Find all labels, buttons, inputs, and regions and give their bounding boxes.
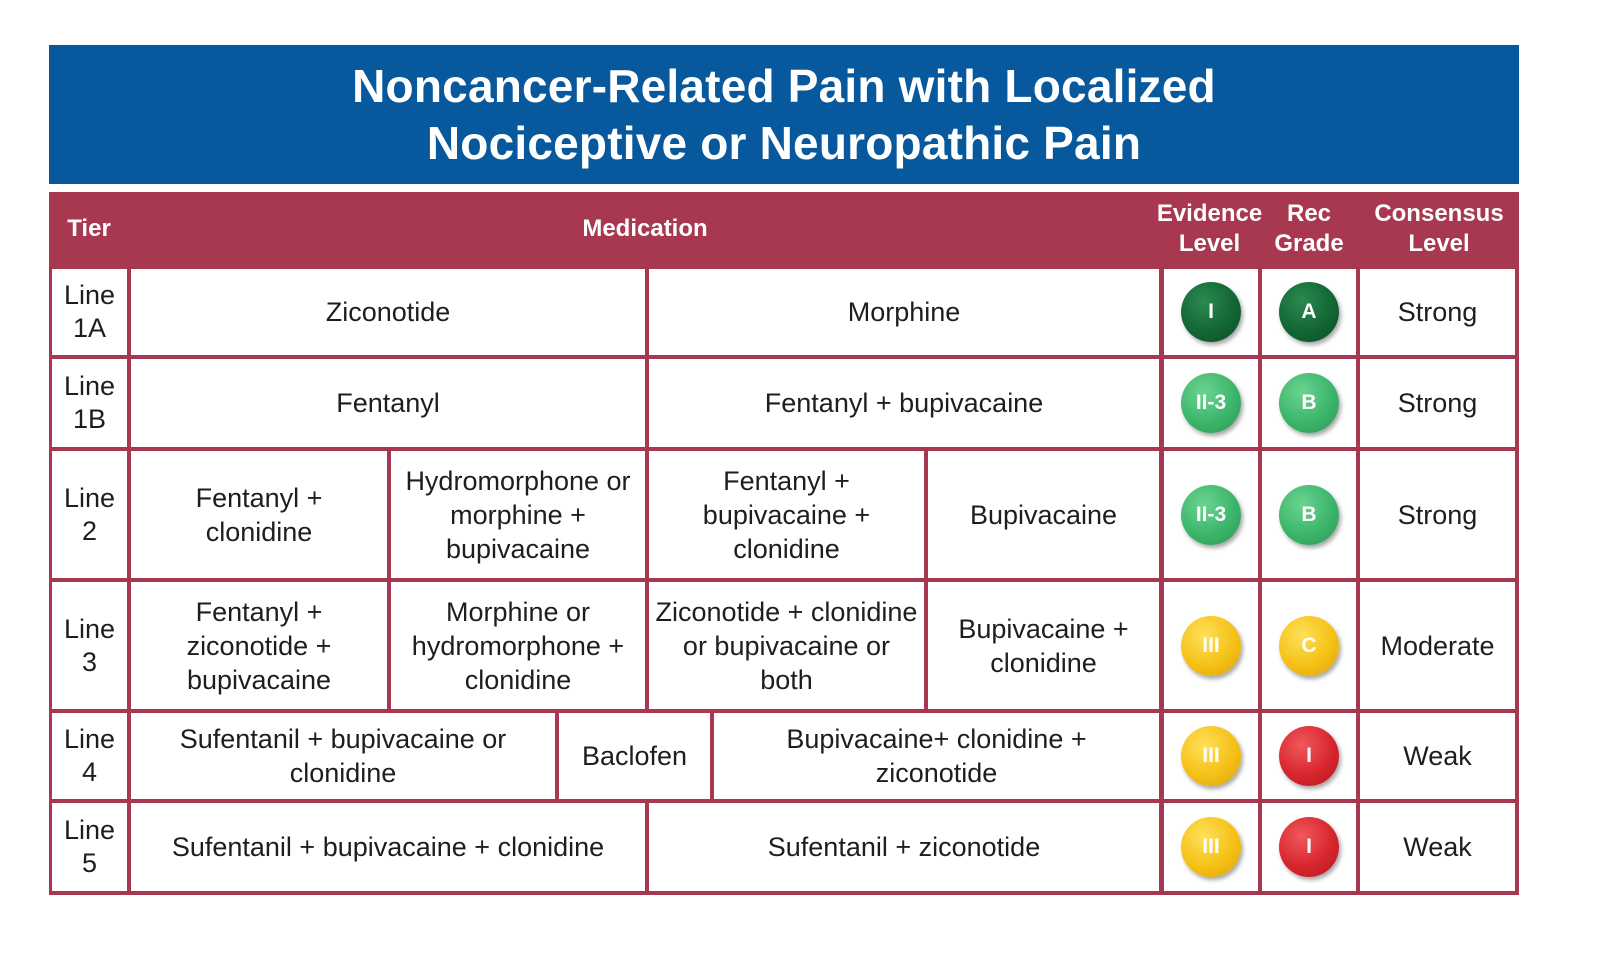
tier-label: Line: [63, 371, 116, 401]
tier-value: 1A: [72, 313, 107, 343]
rec-grade-cell: I: [1262, 803, 1356, 891]
medication-cell: Fentanyl + ziconotide + bupivacaine: [131, 582, 387, 709]
medication-cell: Bupivacaine: [928, 451, 1159, 578]
medication-cell: Ziconotide: [131, 269, 645, 355]
header-evidence-level: Evidence Level: [1157, 192, 1262, 266]
tier-label: Line: [63, 280, 116, 310]
medication-cell: Fentanyl + bupivacaine: [649, 359, 1159, 447]
title-line-2: Nociceptive or Neuropathic Pain: [426, 116, 1142, 169]
grade-badge: I: [1279, 726, 1339, 786]
medication-table: Tier Medication Evidence Level Rec Grade…: [49, 192, 1519, 895]
evidence-level-cell: II-3: [1164, 359, 1258, 447]
consensus-cell: Strong: [1360, 451, 1515, 578]
header-consensus-level: Consensus Level: [1359, 192, 1519, 266]
evidence-level-cell: III: [1164, 803, 1258, 891]
header-rec-line-2: Grade: [1274, 230, 1344, 257]
tier-label: Line: [63, 613, 116, 644]
medication-cell: Fentanyl + clonidine: [131, 451, 387, 578]
tier-label: Line: [63, 815, 116, 845]
tier-label: Line: [63, 482, 116, 513]
header-tier: Tier: [67, 215, 111, 242]
rec-grade-cell: B: [1262, 451, 1356, 578]
consensus-cell: Weak: [1360, 713, 1515, 799]
grade-badge: C: [1279, 615, 1339, 676]
rec-grade-cell: A: [1262, 269, 1356, 355]
tier-value: 2: [81, 515, 98, 546]
evidence-badge: III: [1181, 615, 1241, 676]
tier-label: Line: [63, 724, 116, 754]
grade-badge: I: [1279, 817, 1339, 877]
evidence-badge: III: [1181, 817, 1241, 877]
header-consensus-line-1: Consensus: [1374, 200, 1504, 227]
medication-cell: Sufentanil + bupivacaine + clonidine: [131, 803, 645, 891]
table-row-tier: Line 3: [52, 582, 127, 709]
table-row-tier: Line 1A: [52, 269, 127, 355]
tier-value: 3: [81, 646, 98, 677]
title-banner: Noncancer-Related Pain with Localized No…: [49, 45, 1519, 184]
rec-grade-cell: B: [1262, 359, 1356, 447]
evidence-level-cell: III: [1164, 582, 1258, 709]
medication-cell: Fentanyl + bupivacaine + clonidine: [649, 451, 924, 578]
medication-cell: Ziconotide + clonidine or bupivacaine or…: [649, 582, 924, 709]
evidence-badge: II-3: [1181, 373, 1241, 433]
table-row-tier: Line 1B: [52, 359, 127, 447]
medication-cell: Morphine or hydromorphone + clonidine: [391, 582, 645, 709]
consensus-cell: Strong: [1360, 359, 1515, 447]
evidence-level-cell: II-3: [1164, 451, 1258, 578]
tier-value: 1B: [72, 404, 107, 434]
medication-cell: Bupivacaine+ clonidine + ziconotide: [714, 713, 1159, 799]
header-consensus-line-2: Level: [1408, 230, 1470, 257]
header-medication: Medication: [582, 215, 708, 242]
evidence-badge: III: [1181, 726, 1241, 786]
consensus-cell: Moderate: [1360, 582, 1515, 709]
evidence-badge: I: [1181, 282, 1241, 342]
grade-badge: B: [1279, 484, 1339, 545]
header-evidence-line-1: Evidence: [1156, 200, 1263, 227]
medication-cell: Hydromorphone or morphine + bupivacaine: [391, 451, 645, 578]
grade-badge: B: [1279, 373, 1339, 433]
header-rec-grade: Rec Grade: [1261, 192, 1357, 266]
medication-cell: Bupivacaine + clonidine: [928, 582, 1159, 709]
table-row-tier: Line 4: [52, 713, 127, 799]
tier-value: 4: [81, 757, 98, 787]
table-row-tier: Line 2: [52, 451, 127, 578]
medication-cell: Fentanyl: [131, 359, 645, 447]
table-row-tier: Line 5: [52, 803, 127, 891]
tier-value: 5: [81, 848, 98, 878]
medication-cell: Morphine: [649, 269, 1159, 355]
medication-cell: Sufentanil + ziconotide: [649, 803, 1159, 891]
header-rec-line-1: Rec: [1286, 200, 1332, 227]
grade-badge: A: [1279, 282, 1339, 342]
evidence-badge: II-3: [1181, 484, 1241, 545]
medication-cell: Baclofen: [559, 713, 710, 799]
evidence-level-cell: III: [1164, 713, 1258, 799]
rec-grade-cell: I: [1262, 713, 1356, 799]
medication-cell: Sufentanil + bupivacaine or clonidine: [131, 713, 555, 799]
rec-grade-cell: C: [1262, 582, 1356, 709]
title-line-1: Noncancer-Related Pain with Localized: [352, 59, 1216, 112]
consensus-cell: Strong: [1360, 269, 1515, 355]
evidence-level-cell: I: [1164, 269, 1258, 355]
consensus-cell: Weak: [1360, 803, 1515, 891]
header-evidence-line-2: Level: [1178, 230, 1241, 257]
